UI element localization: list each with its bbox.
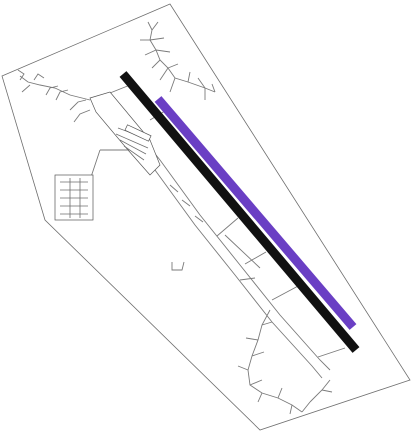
northwest-dispersal [17,69,91,123]
runway-connectors [104,84,346,358]
south-dispersal [237,309,333,415]
hold-pads [169,184,256,281]
terminal-apron [87,91,161,187]
airport-boundary [1,3,411,431]
ramp-block [54,174,94,221]
runway-primary [119,71,360,353]
north-dispersal [140,21,216,100]
runway-secondary [154,96,357,330]
